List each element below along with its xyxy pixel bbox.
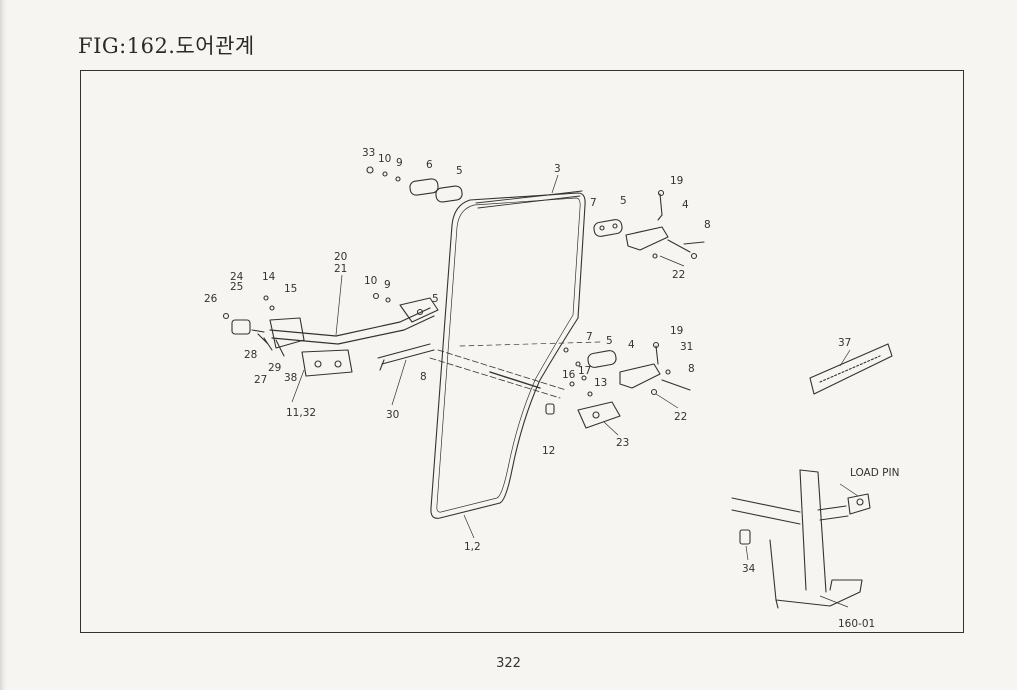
callout-15: 15 bbox=[284, 283, 297, 295]
callout-9: 9 bbox=[396, 157, 403, 169]
door-latch bbox=[577, 401, 621, 429]
callout-33: 33 bbox=[362, 147, 375, 159]
hinge-pad-6 bbox=[409, 178, 439, 196]
callout-14: 14 bbox=[262, 271, 276, 283]
callout-8: 8 bbox=[420, 371, 427, 383]
door-glass-panel bbox=[430, 192, 586, 519]
callout-20: 20 bbox=[334, 251, 347, 263]
callout-31: 31 bbox=[680, 341, 693, 353]
callout-11-32: 11,32 bbox=[286, 407, 316, 419]
callout-5: 5 bbox=[606, 335, 613, 347]
handle-rail-37 bbox=[809, 343, 893, 395]
callout-13: 13 bbox=[594, 377, 607, 389]
figure-title: FIG:162.도어관계 bbox=[78, 34, 255, 58]
diagram-frame bbox=[80, 70, 964, 633]
callout-19: 19 bbox=[670, 175, 683, 187]
callout-29: 29 bbox=[268, 362, 281, 374]
callout-25: 25 bbox=[230, 281, 243, 293]
callout-26: 26 bbox=[204, 293, 218, 305]
gas-strut bbox=[377, 343, 435, 365]
upper-rail bbox=[475, 190, 583, 209]
hinge-pad-5a bbox=[435, 185, 463, 203]
callout-6: 6 bbox=[426, 159, 433, 171]
callout-5: 5 bbox=[456, 165, 463, 177]
callout-17: 17 bbox=[578, 365, 591, 377]
callout-23: 23 bbox=[616, 437, 629, 449]
callout-7: 7 bbox=[586, 331, 593, 343]
callout-30: 30 bbox=[386, 409, 399, 421]
door-arm bbox=[269, 307, 435, 345]
callout-22: 22 bbox=[672, 269, 685, 281]
callout-7: 7 bbox=[590, 197, 597, 209]
callout-3: 3 bbox=[554, 163, 561, 175]
lower-hinge-bracket bbox=[619, 363, 661, 389]
callout-19: 19 bbox=[670, 325, 683, 337]
inset-frame bbox=[731, 497, 801, 525]
callout-16: 16 bbox=[562, 369, 576, 381]
callout-27: 27 bbox=[254, 374, 267, 386]
mount-plate bbox=[301, 349, 353, 377]
callout-10: 10 bbox=[378, 153, 391, 165]
callout-1-2: 1,2 bbox=[464, 541, 481, 553]
callout-22: 22 bbox=[674, 411, 687, 423]
callout-5: 5 bbox=[620, 195, 627, 207]
callout-9: 9 bbox=[384, 279, 391, 291]
callout-8: 8 bbox=[704, 219, 711, 231]
callout-4: 4 bbox=[628, 339, 635, 351]
load-pin-label: LOAD PIN bbox=[850, 467, 899, 479]
upper-hinge-bracket bbox=[625, 226, 669, 251]
callout-4: 4 bbox=[682, 199, 689, 211]
callout-12: 12 bbox=[542, 445, 555, 457]
callout-160-01: 160-01 bbox=[838, 618, 875, 630]
callout-8: 8 bbox=[688, 363, 695, 375]
callout-38: 38 bbox=[284, 372, 297, 384]
callout-37: 37 bbox=[838, 337, 851, 349]
callout-10: 10 bbox=[364, 275, 377, 287]
lower-rod bbox=[429, 349, 567, 399]
callout-28: 28 bbox=[244, 349, 257, 361]
callout-5: 5 bbox=[432, 293, 439, 305]
callout-24: 24 bbox=[230, 271, 244, 283]
page-number: 322 bbox=[496, 656, 521, 671]
callout-34: 34 bbox=[742, 563, 756, 575]
callout-21: 21 bbox=[334, 263, 347, 275]
scan-edge bbox=[0, 0, 7, 690]
